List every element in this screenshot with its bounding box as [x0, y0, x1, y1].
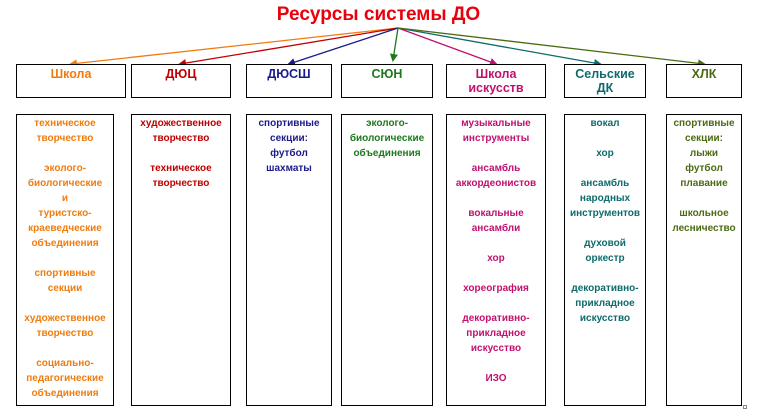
content-hlk: спортивные секции: лыжи футбол плавание …: [666, 114, 742, 406]
list-item: декоративно- прикладное искусство: [462, 313, 530, 354]
header-syun: СЮН: [341, 64, 433, 98]
header-label: Сельские ДК: [575, 67, 635, 95]
list-item: социально- педагогические объединения: [26, 358, 104, 399]
arrow-dyuts: [178, 27, 399, 67]
list-item: духовой оркестр: [584, 238, 626, 264]
list-item: эколого- биологические объединения: [349, 118, 425, 159]
list-item: спортивные секции: лыжи футбол плавание: [673, 118, 735, 189]
list-item: спортивные секции: [34, 268, 96, 294]
list-item: эколого- биологические и туристско- крае…: [27, 163, 103, 249]
diagram-title: Ресурсы системы ДО: [276, 4, 481, 25]
header-label: Школа искусств: [468, 67, 524, 95]
list-item: ансамбль аккордеонистов: [455, 163, 537, 189]
arrow-shkola: [69, 27, 399, 68]
header-label: ДЮЦ: [165, 67, 197, 81]
header-shkola: Школа: [16, 64, 126, 98]
arrow-hlk: [397, 27, 706, 68]
header-shkola-iskusstv: Школа искусств: [446, 64, 546, 98]
list-item: техническое творчество: [34, 118, 96, 144]
arrow-dyussh: [287, 27, 399, 66]
content-shkola: техническое творчество эколого- биологич…: [16, 114, 114, 406]
arrow-syun: [389, 27, 399, 62]
header-hlk: ХЛК: [666, 64, 742, 98]
list-item: декоративно- прикладное искусство: [571, 283, 639, 324]
content-dyussh: спортивные секции: футбол шахматы: [246, 114, 332, 406]
header-label: СЮН: [371, 67, 403, 81]
arrow-shkola-iskusstv: [397, 27, 498, 66]
content-selskie-dk: вокал хор ансамбль народных инструментов…: [564, 114, 646, 406]
list-item: хореография: [463, 283, 529, 294]
content-dyuts: художественное творчество техническое тв…: [131, 114, 231, 406]
header-label: ХЛК: [691, 67, 717, 81]
list-item: школьное лесничество: [672, 208, 736, 234]
header-dyuts: ДЮЦ: [131, 64, 231, 98]
list-item: ансамбль народных инструментов: [569, 178, 641, 219]
list-item: художественное творчество: [24, 313, 106, 339]
content-syun: эколого- биологические объединения: [341, 114, 433, 406]
header-dyussh: ДЮСШ: [246, 64, 332, 98]
list-item: художественное творчество: [140, 118, 222, 144]
resize-handle: [743, 405, 747, 409]
list-item: вокал: [590, 118, 620, 129]
header-selskie-dk: Сельские ДК: [564, 64, 646, 98]
list-item: вокальные ансамбли: [468, 208, 524, 234]
list-item: ИЗО: [485, 373, 507, 384]
list-item: хор: [596, 148, 614, 159]
header-label: Школа: [50, 67, 92, 81]
list-item: спортивные секции: футбол шахматы: [258, 118, 320, 174]
list-item: техническое творчество: [150, 163, 212, 189]
content-shkola-iskusstv: музыкальные инструменты ансамбль аккорде…: [446, 114, 546, 406]
arrow-selskie-dk: [397, 27, 602, 67]
list-item: музыкальные инструменты: [461, 118, 531, 144]
list-item: хор: [487, 253, 505, 264]
header-label: ДЮСШ: [267, 67, 311, 81]
